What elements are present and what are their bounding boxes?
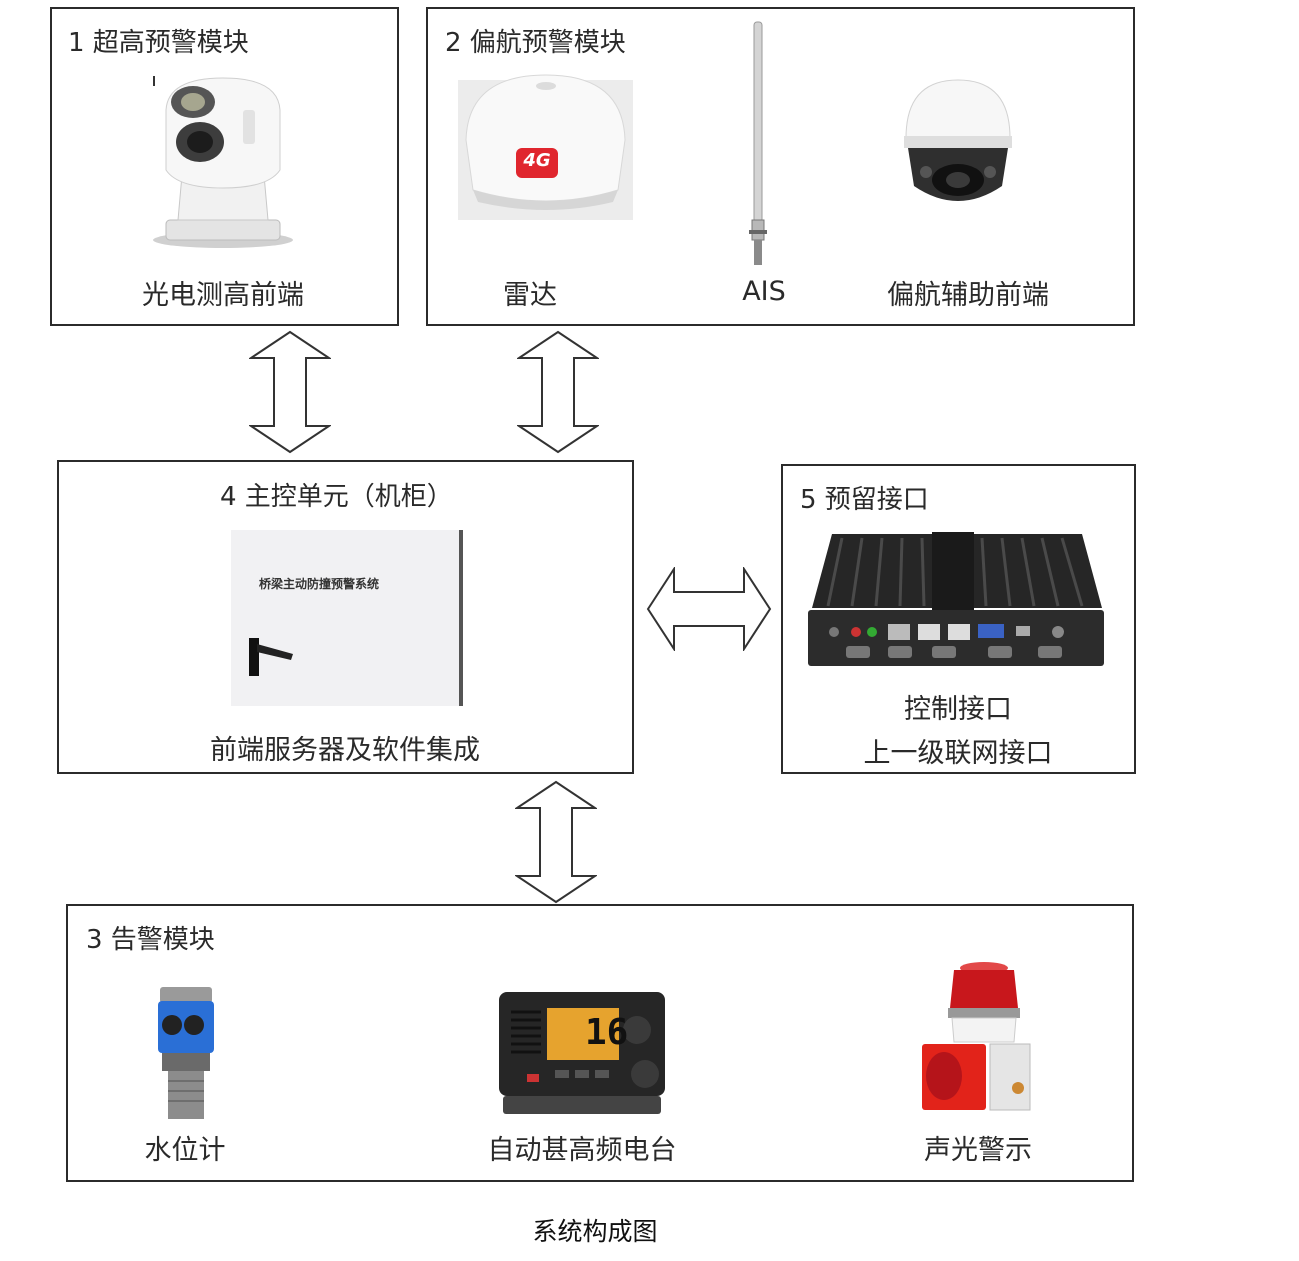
radar-icon: 4G xyxy=(458,70,633,220)
module-1-title: 1 超高预警模块 xyxy=(68,28,249,58)
vertical-double-arrow-2 xyxy=(517,330,599,454)
ais-antenna-icon xyxy=(749,21,767,265)
module-5-title: 5 预留接口 xyxy=(800,485,929,515)
yaw-aux-front-label: 偏航辅助前端 xyxy=(887,280,1049,311)
cabinet-nameplate: 桥梁主动防撞预警系统 xyxy=(259,577,380,591)
module-2-title: 2 偏航预警模块 xyxy=(445,28,626,58)
water-level-label: 水位计 xyxy=(144,1135,226,1166)
module-2-box xyxy=(426,7,1135,326)
vhf-radio-label: 自动甚高频电台 xyxy=(487,1135,677,1166)
sound-light-alarm-icon xyxy=(922,962,1031,1111)
photoelectric-camera-icon xyxy=(153,76,293,248)
ptz-dome-camera-icon xyxy=(904,79,1012,201)
vertical-double-arrow-1 xyxy=(249,330,331,454)
sound-light-warning-label: 声光警示 xyxy=(924,1135,1032,1166)
ais-label: AIS xyxy=(742,276,786,307)
industrial-pc-icon xyxy=(808,532,1104,666)
photoelectric-front-label: 光电测高前端 xyxy=(142,280,304,311)
module-4-title: 4 主控单元（机柜） xyxy=(220,482,453,512)
server-software-label: 前端服务器及软件集成 xyxy=(210,735,480,766)
radio-channel-display: 16 xyxy=(585,1012,629,1053)
vertical-double-arrow-3 xyxy=(515,780,597,904)
horizontal-double-arrow xyxy=(646,567,772,651)
water-level-gauge-icon xyxy=(158,987,214,1119)
control-interface-label: 控制接口 xyxy=(904,694,1012,725)
radar-4g-badge: 4G xyxy=(523,150,551,171)
module-3-title: 3 告警模块 xyxy=(86,925,215,955)
upper-network-interface-label: 上一级联网接口 xyxy=(863,738,1053,769)
radar-label: 雷达 xyxy=(503,280,557,311)
figure-caption: 系统构成图 xyxy=(532,1217,658,1246)
vhf-radio-icon: 16 xyxy=(497,990,667,1116)
control-cabinet-image: 桥梁主动防撞预警系统 xyxy=(231,530,463,706)
cabinet-handle-icon xyxy=(249,638,293,676)
